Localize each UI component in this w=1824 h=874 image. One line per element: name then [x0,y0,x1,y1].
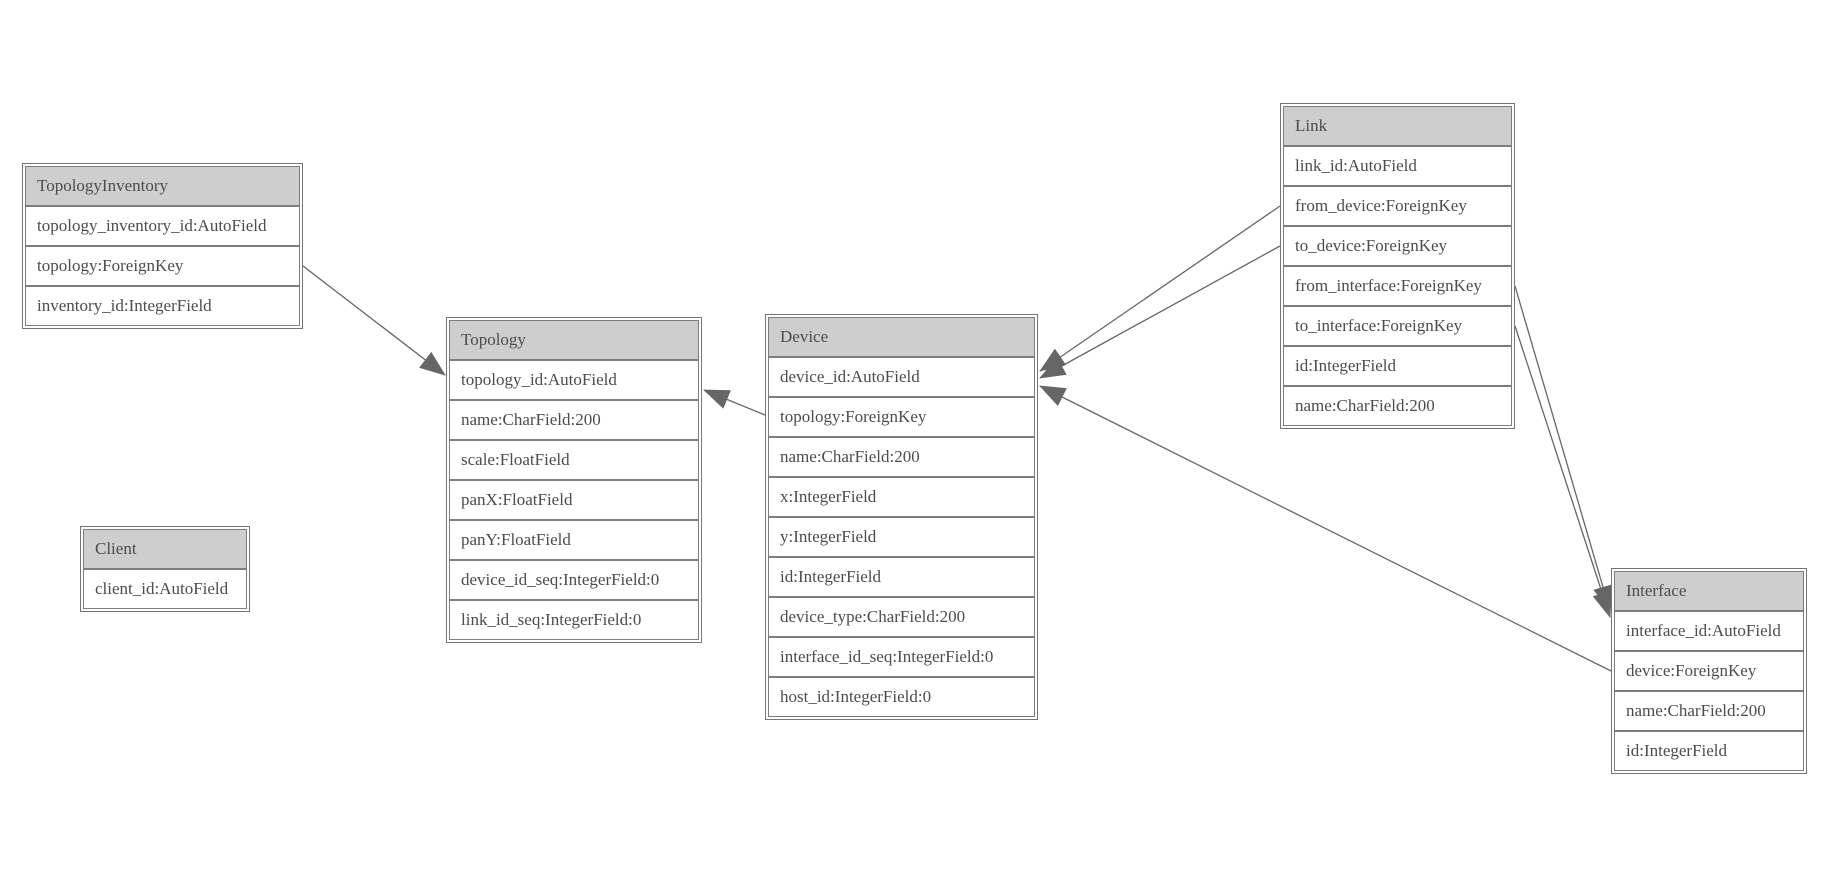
field-row: device_type:CharField:200 [768,597,1035,637]
field-row: name:CharField:200 [1614,691,1804,731]
field-row: link_id:AutoField [1283,146,1512,186]
field-row: interface_id_seq:IntegerField:0 [768,637,1035,677]
edge-topologyinventory-topology [302,265,446,376]
field-row: inventory_id:IntegerField [25,286,300,326]
entity-table-device: Device device_id:AutoField topology:Fore… [765,314,1038,720]
field-row: device:ForeignKey [1614,651,1804,691]
edge-link-tointerface-interface [1514,325,1612,618]
field-row: x:IntegerField [768,477,1035,517]
field-row: panX:FloatField [449,480,699,520]
field-row: topology_id:AutoField [449,360,699,400]
entity-title: Link [1283,106,1512,146]
field-row: scale:FloatField [449,440,699,480]
entity-table-topology: Topology topology_id:AutoField name:Char… [446,317,702,643]
field-row: topology:ForeignKey [768,397,1035,437]
field-row: device_id:AutoField [768,357,1035,397]
field-row: id:IntegerField [768,557,1035,597]
field-row: topology:ForeignKey [25,246,300,286]
field-row: id:IntegerField [1614,731,1804,771]
field-row: name:CharField:200 [1283,386,1512,426]
entity-table-interface: Interface interface_id:AutoField device:… [1611,568,1807,774]
entity-title: Topology [449,320,699,360]
entity-title: Client [83,529,247,569]
field-row: to_device:ForeignKey [1283,226,1512,266]
entity-title: Device [768,317,1035,357]
field-row: topology_inventory_id:AutoField [25,206,300,246]
field-row: device_id_seq:IntegerField:0 [449,560,699,600]
field-row: from_interface:ForeignKey [1283,266,1512,306]
field-row: name:CharField:200 [449,400,699,440]
edge-link-fromdevice-device [1039,205,1281,372]
edge-link-todevice-device [1039,245,1281,379]
field-row: interface_id:AutoField [1614,611,1804,651]
entity-table-client: Client client_id:AutoField [80,526,250,612]
entity-table-link: Link link_id:AutoField from_device:Forei… [1280,103,1515,429]
entity-title: TopologyInventory [25,166,300,206]
field-row: y:IntegerField [768,517,1035,557]
edge-device-topology [703,389,766,416]
field-row: id:IntegerField [1283,346,1512,386]
entity-table-topology-inventory: TopologyInventory topology_inventory_id:… [22,163,303,329]
field-row: client_id:AutoField [83,569,247,609]
entity-title: Interface [1614,571,1804,611]
field-row: host_id:IntegerField:0 [768,677,1035,717]
field-row: to_interface:ForeignKey [1283,306,1512,346]
field-row: name:CharField:200 [768,437,1035,477]
field-row: panY:FloatField [449,520,699,560]
field-row: link_id_seq:IntegerField:0 [449,600,699,640]
edge-interface-device [1039,385,1612,672]
field-row: from_device:ForeignKey [1283,186,1512,226]
edge-link-frominterface-interface [1514,285,1613,612]
